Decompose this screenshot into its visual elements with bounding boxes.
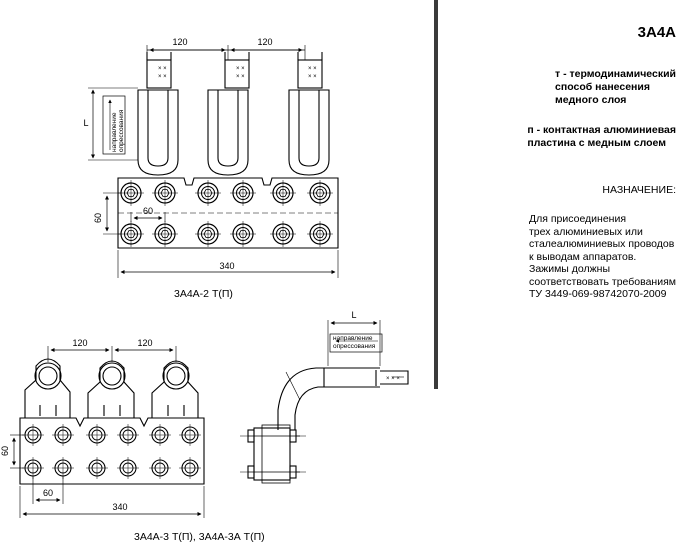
wire-3	[288, 52, 330, 176]
lug-1	[24, 358, 71, 418]
bottom-dim-spacing-1: 120	[72, 338, 87, 348]
top-press-label-2: опрессования	[118, 109, 125, 152]
lug-3	[151, 360, 199, 418]
lug-2	[87, 360, 135, 418]
purpose-line: трех алюминиевых или	[529, 225, 643, 238]
purpose-line: Для присоединения	[529, 213, 627, 225]
purpose-line: ТУ 3449-069-98742070-2009	[529, 288, 667, 300]
top-plate	[117, 177, 339, 249]
note-t-line: т - термодинамический	[555, 68, 676, 80]
top-view-caption: 3А4А-2 Т(П)	[174, 288, 233, 300]
note-p-line: пластина с медным слоем	[527, 137, 667, 149]
top-press-label-1: направление	[111, 112, 118, 152]
purpose-line: соответствовать требованиям	[529, 275, 676, 288]
top-dim-width: 340	[219, 261, 234, 271]
top-dim-hole-v: 60	[93, 213, 103, 223]
top-view-labels: 120 120 L направление опрессования 60 60…	[83, 37, 272, 271]
wire-1	[137, 52, 179, 176]
section-divider	[434, 0, 438, 389]
side-sleeve	[277, 367, 380, 430]
purpose-line: Зажимы должны	[529, 263, 610, 275]
top-dim-spacing-2: 120	[257, 37, 272, 47]
top-dim-L: L	[83, 118, 88, 128]
note-t-line: способ нанесения	[555, 81, 650, 93]
side-wire	[380, 370, 409, 385]
bottom-view-labels: 120 120 60 60 340	[0, 338, 153, 512]
bottom-dim-width: 340	[112, 502, 127, 512]
side-dim-L: L	[351, 310, 356, 320]
bottom-view-caption: 3А4А-3 Т(П), 3А4А-3А Т(П)	[134, 531, 265, 543]
note-p-line: п - контактная алюминиевая	[527, 124, 676, 136]
note-p: п - контактная алюминиевая пластина с ме…	[527, 124, 676, 150]
note-t-line: медного слоя	[555, 94, 627, 106]
purpose-text: Для присоединения трех алюминиевых или с…	[529, 213, 676, 301]
side-view-drawing	[240, 320, 409, 484]
side-press-label-2: опрессования	[333, 343, 376, 350]
bottom-view-drawing	[10, 346, 205, 518]
note-t: т - термодинамический способ нанесения м…	[555, 68, 676, 107]
bottom-dim-spacing-2: 120	[137, 338, 152, 348]
top-view-drawing	[88, 45, 339, 278]
side-press-label-1: направление	[333, 335, 373, 342]
side-view-labels: L направление опрессования	[333, 310, 376, 350]
product-title: 3А4А	[637, 24, 676, 41]
purpose-line: сталеалюминиевых проводов	[529, 238, 675, 250]
bottom-plate	[19, 417, 205, 485]
bottom-dim-hole-h: 60	[43, 488, 53, 498]
wire-2	[207, 52, 250, 176]
top-dim-spacing-1: 120	[172, 37, 187, 47]
top-dim-hole-h: 60	[143, 206, 153, 216]
purpose-heading: НАЗНАЧЕНИЕ:	[602, 184, 676, 196]
purpose-line: к выводам аппаратов.	[529, 250, 637, 263]
bottom-dim-hole-v: 60	[0, 446, 10, 456]
